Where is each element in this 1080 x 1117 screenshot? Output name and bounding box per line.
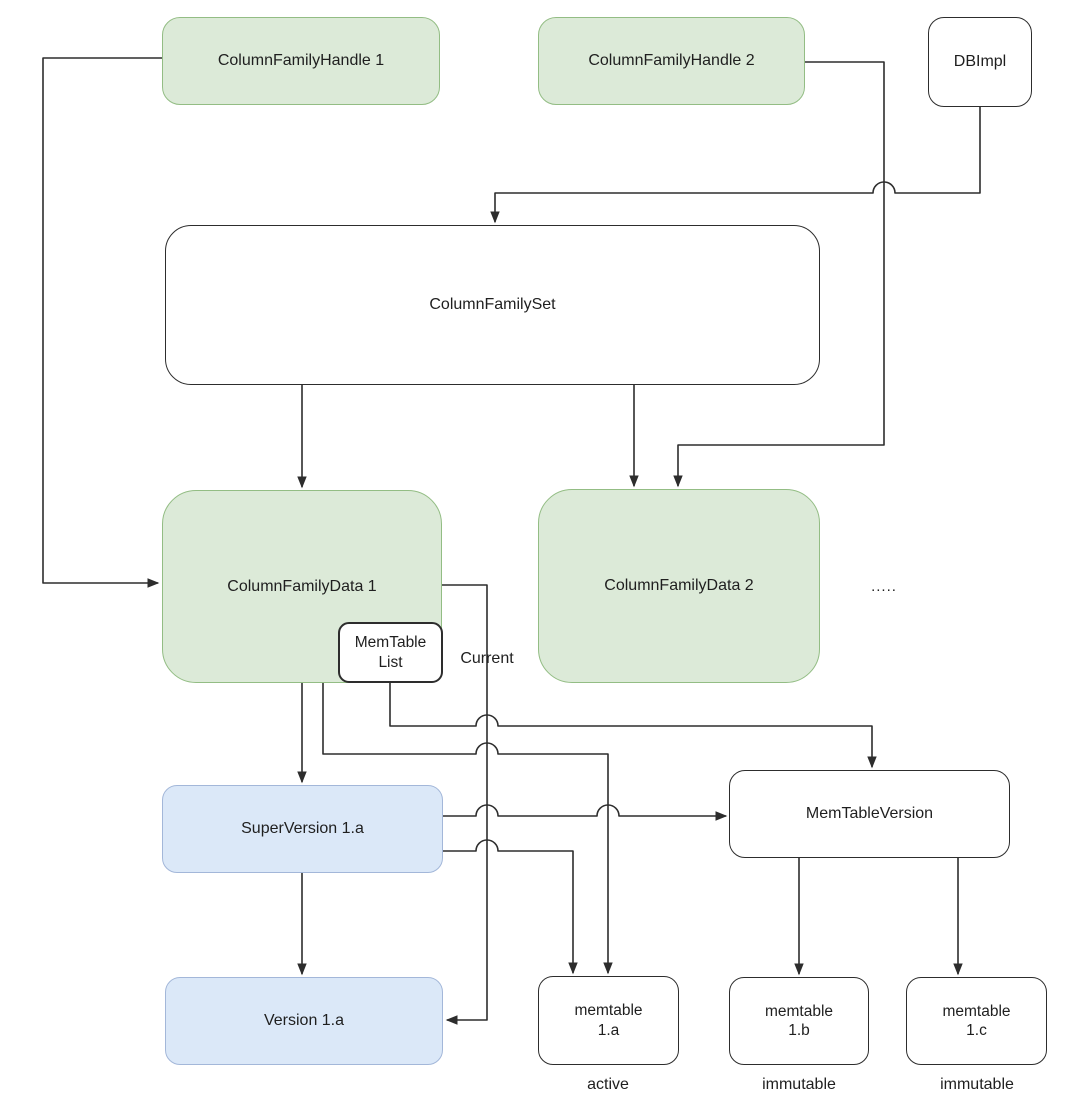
edge-cfd1-to-memtable-a (322, 683, 613, 975)
label-immutable-b: immutable (762, 1076, 836, 1093)
node-memtable-1b: memtable 1.b (729, 977, 869, 1065)
node-dbimpl-label: DBImpl (953, 53, 1007, 70)
node-superversion-1a-label: SuperVersion 1.a (241, 820, 364, 837)
edge-superversion-to-memtableversion (443, 804, 728, 821)
node-memtableversion: MemTableVersion (729, 770, 1010, 858)
edge-dbimpl-to-cfset (490, 107, 981, 224)
label-immutable-c: immutable (940, 1076, 1014, 1093)
node-memtable-1c-label: memtable 1.c (942, 1002, 1011, 1039)
node-memtableversion-label: MemTableVersion (805, 805, 934, 822)
label-active: active (587, 1076, 629, 1093)
label-current: Current (460, 650, 514, 667)
node-columnfamilyset-label: ColumnFamilySet (429, 296, 556, 313)
node-columnfamilyset: ColumnFamilySet (165, 225, 820, 385)
node-columnfamilydata-1-label: ColumnFamilyData 1 (227, 577, 377, 595)
node-memtable-1a-label: memtable 1.a (574, 1002, 643, 1039)
node-columnfamilyhandle-2: ColumnFamilyHandle 2 (538, 17, 805, 105)
node-columnfamilydata-2-label: ColumnFamilyData 2 (604, 577, 754, 594)
node-memtable-list-label: MemTable List (354, 634, 427, 671)
node-memtable-list: MemTable List (338, 622, 443, 683)
edge-superversion-to-memtable-a (443, 839, 578, 975)
node-memtable-1a: memtable 1.a (538, 976, 679, 1065)
node-version-1a: Version 1.a (165, 977, 443, 1065)
edge-cfh2-to-cfd2 (673, 61, 885, 488)
node-memtable-1c: memtable 1.c (906, 977, 1047, 1065)
node-columnfamilyhandle-1: ColumnFamilyHandle 1 (162, 17, 440, 105)
edge-current-to-version (442, 584, 488, 1025)
node-version-1a-label: Version 1.a (263, 1012, 345, 1029)
node-columnfamilyhandle-1-label: ColumnFamilyHandle 1 (217, 52, 385, 69)
node-dbimpl: DBImpl (928, 17, 1032, 107)
edge-cfh1-to-cfd1 (42, 57, 162, 588)
edge-memtablelist-to-memtableversion (389, 683, 877, 769)
node-memtable-1b-label: memtable 1.b (764, 1002, 834, 1039)
label-ellipsis: ..... (871, 578, 897, 595)
node-columnfamilydata-2: ColumnFamilyData 2 (538, 489, 820, 683)
node-superversion-1a: SuperVersion 1.a (162, 785, 443, 873)
node-columnfamilyhandle-2-label: ColumnFamilyHandle 2 (588, 52, 755, 69)
